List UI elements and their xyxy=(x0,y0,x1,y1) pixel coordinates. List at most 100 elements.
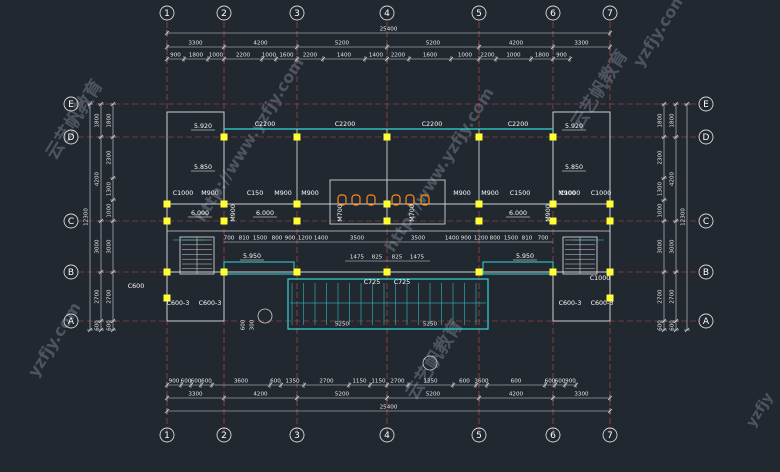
toilet-fixture-0 xyxy=(337,194,347,206)
dim-bottom-bays-text-4: 4200 xyxy=(509,392,524,398)
dim-bottom-segments-text-11: 1350 xyxy=(423,379,438,385)
door-label-0: M900 xyxy=(201,190,218,197)
stair-dim-1: 825 xyxy=(372,255,383,261)
dim-left-segments-slash-4 xyxy=(110,218,116,224)
column-24 xyxy=(549,268,557,276)
door-label-7: M700 xyxy=(337,204,344,221)
dim-bottom-segments-text-10: 2700 xyxy=(390,379,405,385)
dim-right-segments-text-3: 1000 xyxy=(658,203,664,218)
dim-top-segments-slash-8 xyxy=(362,56,368,62)
dim-left-segments-text-0: 1800 xyxy=(107,113,113,128)
dim-left-segments-slash-5 xyxy=(110,269,116,275)
column-9 xyxy=(475,200,483,208)
dim-bottom-segments-slash-1 xyxy=(178,382,184,388)
axis-bubble-bottom-1-label: 1 xyxy=(164,431,170,441)
window-label-9: C1000 xyxy=(590,275,610,282)
stair-dim-3: 1475 xyxy=(410,255,425,261)
dim-right-segments-slash-5 xyxy=(661,269,667,275)
axis-bubble-top-5-circle xyxy=(471,5,487,21)
dim-top-segments-text-1: 1800 xyxy=(189,53,204,59)
window-label-5: C1000 xyxy=(560,190,580,197)
elevation-text-2: 5.850 xyxy=(194,164,212,171)
axis-bubble-left-A-label: A xyxy=(68,317,75,327)
axis-bubble-top-2-label: 2 xyxy=(221,9,227,19)
dim-right-segments-text-2: 1300 xyxy=(658,181,664,196)
center-small-dim-0: 5250 xyxy=(335,322,350,328)
axis-bubble-left-B-label: B xyxy=(68,268,74,278)
corridor-dim-2: 1500 xyxy=(253,236,268,242)
column-18 xyxy=(606,217,614,225)
column-21 xyxy=(293,268,301,276)
side-small-dim-0: 600 xyxy=(241,319,247,330)
dim-left-segments-text-6: 600 xyxy=(107,320,113,331)
column-3 xyxy=(475,133,483,141)
corridor-dim-12: 800 xyxy=(490,236,501,242)
dim-bottom-segments-text-16: 600 xyxy=(555,379,566,385)
dim-right-segments-text-0: 1800 xyxy=(658,113,664,128)
dim-top-bays-text-0: 3300 xyxy=(188,41,203,47)
dim-right-bays-text-3: 2700 xyxy=(670,289,676,304)
axis-bubble-top-7-label: 7 xyxy=(607,9,613,19)
dim-right-segments-text-5: 2700 xyxy=(658,289,664,304)
dim-right-segments-slash-2 xyxy=(661,175,667,181)
dim-top-segments-slash-5 xyxy=(273,56,279,62)
dim-left-bays-slash-4 xyxy=(98,318,104,324)
dim-right-overall-text-0: 12300 xyxy=(681,208,687,226)
door-label-6: M900 xyxy=(230,204,237,221)
dim-right-bays-text-1: 4200 xyxy=(670,171,676,186)
window-label-6: C150 xyxy=(247,190,263,197)
dim-bottom-segments-slash-5 xyxy=(267,382,273,388)
detail-circle-left xyxy=(257,308,273,324)
corridor-dim-4: 900 xyxy=(285,236,296,242)
dim-top-segments-slash-0 xyxy=(164,56,170,62)
dim-bottom-segments-slash-11 xyxy=(405,382,411,388)
dim-top-bays-text-4: 4200 xyxy=(509,41,524,47)
dim-bottom-overall-slash-0 xyxy=(164,408,170,414)
dim-top-segments-slash-6 xyxy=(294,56,300,62)
axis-bubble-bottom-4-label: 4 xyxy=(384,431,390,441)
elevation-text-4: 6.000 xyxy=(191,210,209,217)
dim-left-bays-slash-3 xyxy=(98,269,104,275)
elevation-text-0: 5.920 xyxy=(194,123,212,130)
door-label-5: M900 xyxy=(558,190,575,197)
column-4 xyxy=(549,133,557,141)
window-label-12: C600-3 xyxy=(199,300,222,307)
axis-bubble-bottom-7-label: 7 xyxy=(607,431,613,441)
dim-left-segments-text-2: 1300 xyxy=(107,181,113,196)
axis-bubble-right-C-circle xyxy=(698,213,714,229)
axis-bubble-bottom-7-circle xyxy=(602,427,618,443)
window-label-7: C1500 xyxy=(510,190,530,197)
dim-right-segments-slash-1 xyxy=(661,134,667,140)
corridor-dim-10: 900 xyxy=(461,236,472,242)
dim-bottom-segments-slash-6 xyxy=(278,382,284,388)
dim-top-segments-slash-1 xyxy=(181,56,187,62)
dim-right-bays-slash-5 xyxy=(673,327,679,333)
column-17 xyxy=(549,217,557,225)
dim-bottom-segments-slash-16 xyxy=(552,382,558,388)
toilet-fixture-1 xyxy=(351,194,361,206)
dim-top-segments-slash-11 xyxy=(448,56,454,62)
dim-left-overall-slash-1 xyxy=(87,327,93,333)
column-2 xyxy=(383,133,391,141)
axis-bubble-left-C-label: C xyxy=(68,217,74,227)
column-23 xyxy=(475,268,483,276)
corridor-dim-14: 810 xyxy=(522,236,533,242)
dim-bottom-bays-slash-1 xyxy=(221,395,227,401)
dim-top-segments-text-15: 900 xyxy=(556,53,567,59)
dim-top-segments-slash-3 xyxy=(221,56,227,62)
dim-bottom-bays-text-2: 5200 xyxy=(335,392,350,398)
window-label-14: C600-3 xyxy=(591,300,614,307)
axis-bubble-top-7-circle xyxy=(602,5,618,21)
dim-bottom-segments-text-12: 600 xyxy=(459,379,470,385)
dim-right-overall-slash-0 xyxy=(684,101,690,107)
toilet-fixture-3 xyxy=(391,194,401,206)
dim-top-segments-slash-13 xyxy=(493,56,499,62)
window-label-10: C600 xyxy=(128,283,144,290)
door-label-3: M900 xyxy=(453,190,470,197)
elevation-text-3: 5.850 xyxy=(565,164,583,171)
dim-top-segments-slash-9 xyxy=(384,56,390,62)
dim-top-segments-text-6: 2200 xyxy=(303,53,318,59)
dim-top-segments-text-4: 1000 xyxy=(262,53,277,59)
dim-top-segments-slash-16 xyxy=(567,56,573,62)
